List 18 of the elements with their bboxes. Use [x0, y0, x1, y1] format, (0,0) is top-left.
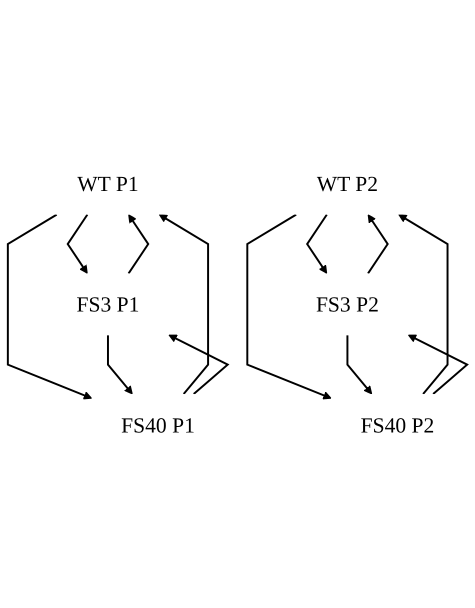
arrow	[168, 334, 230, 394]
arrow	[128, 214, 150, 274]
node-text: WT P2	[316, 171, 378, 196]
node-text: WT P1	[77, 171, 139, 196]
arrow	[398, 214, 449, 394]
node-text: FS40 P2	[360, 412, 434, 437]
arrow	[408, 334, 469, 394]
arrow	[306, 214, 328, 274]
node-text: FS3 P1	[76, 292, 140, 316]
arrow	[6, 213, 92, 400]
node-text: FS3 P2	[316, 292, 379, 316]
arrow	[158, 214, 210, 394]
arrow	[107, 334, 133, 394]
node-text: FS40 P1	[121, 412, 195, 437]
arrow	[246, 213, 332, 400]
arrow	[367, 214, 389, 274]
arrow	[66, 214, 88, 274]
arrow	[346, 334, 372, 394]
